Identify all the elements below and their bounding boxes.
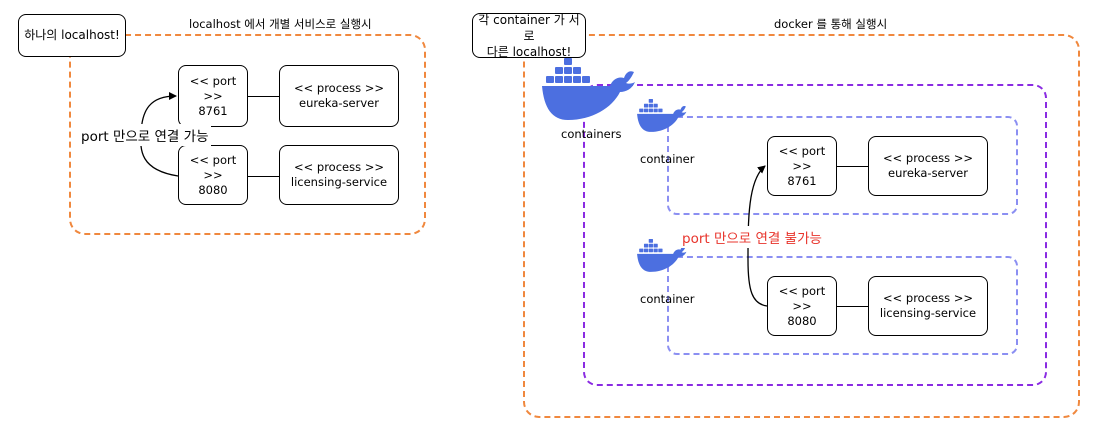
left-note: port 만으로 연결 가능 bbox=[79, 124, 211, 146]
port-number: 8761 bbox=[787, 173, 817, 188]
container-a-boundary bbox=[667, 116, 1018, 215]
docker-host-boundary bbox=[523, 34, 1080, 418]
port-box-8761: << port >> 8761 bbox=[178, 65, 248, 127]
connector-line bbox=[837, 306, 868, 307]
left-title: localhost 에서 개별 서비스로 실행시 bbox=[186, 16, 375, 32]
containers-label: containers bbox=[561, 127, 622, 141]
port-stereotype: << port >> bbox=[778, 143, 826, 173]
port-number: 8761 bbox=[198, 103, 228, 118]
callout-single-localhost: 하나의 localhost! bbox=[18, 14, 126, 57]
connector-line bbox=[837, 166, 868, 167]
port-stereotype: << port >> bbox=[778, 283, 826, 313]
port-number: 8080 bbox=[787, 313, 817, 328]
container-b-label: container bbox=[640, 292, 695, 306]
connector-line bbox=[248, 96, 279, 97]
port-box-8080: << port >> 8080 bbox=[767, 276, 837, 336]
docker-whale-icon bbox=[637, 239, 687, 272]
container-a-label: container bbox=[640, 152, 695, 166]
right-note: port 만으로 연결 불가능 bbox=[680, 226, 824, 248]
process-name: eureka-server bbox=[888, 166, 968, 180]
right-title: docker 를 통해 실행시 bbox=[771, 16, 891, 32]
process-box-eureka-server: << process >> eureka-server bbox=[279, 65, 399, 127]
containers-boundary bbox=[583, 84, 1047, 386]
process-stereotype: << process >> bbox=[293, 160, 385, 174]
callout-text: 하나의 localhost! bbox=[24, 28, 120, 42]
process-box-licensing-service: << process >> licensing-service bbox=[279, 145, 399, 205]
localhost-boundary bbox=[69, 34, 426, 235]
docker-whale-icon bbox=[637, 99, 687, 132]
process-stereotype: << process >> bbox=[882, 291, 974, 305]
right-connection-arrow bbox=[747, 165, 768, 307]
port-box-8080: << port >> 8080 bbox=[178, 145, 248, 205]
port-stereotype: << port >> bbox=[189, 152, 237, 182]
connector-line bbox=[248, 176, 279, 177]
process-name: eureka-server bbox=[299, 96, 379, 110]
container-b-boundary bbox=[667, 256, 1018, 355]
process-stereotype: << process >> bbox=[293, 81, 385, 95]
process-name: licensing-service bbox=[879, 306, 977, 320]
port-number: 8080 bbox=[198, 182, 228, 197]
callout-different-localhost: 각 container 가 서로 다른 localhost! bbox=[472, 12, 586, 59]
port-box-8761: << port >> 8761 bbox=[767, 136, 837, 196]
process-box-licensing-service: << process >> licensing-service bbox=[868, 276, 988, 336]
process-stereotype: << process >> bbox=[882, 151, 974, 165]
port-stereotype: << port >> bbox=[189, 73, 237, 103]
process-name: licensing-service bbox=[290, 175, 388, 189]
callout-line-1: 각 container 가 서로 bbox=[478, 12, 580, 43]
process-box-eureka-server: << process >> eureka-server bbox=[868, 136, 988, 196]
docker-whale-icon bbox=[542, 58, 635, 120]
callout-line-2: 다른 localhost! bbox=[486, 44, 572, 59]
